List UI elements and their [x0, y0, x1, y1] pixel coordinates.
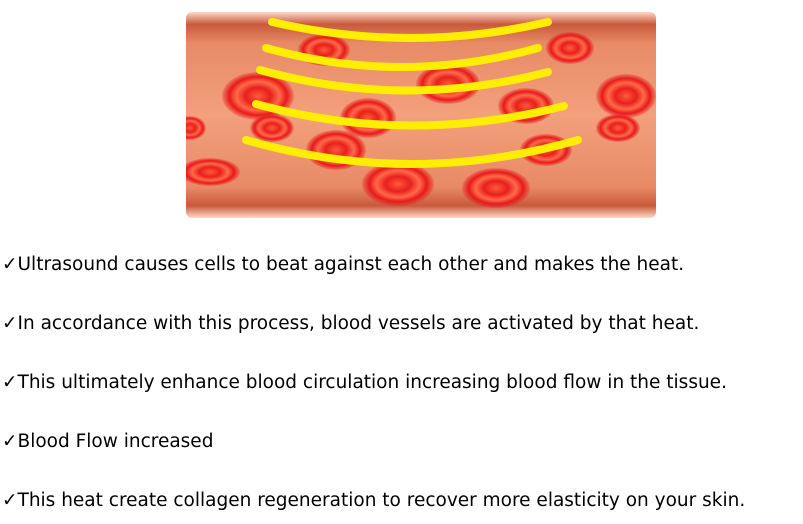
red-blood-cell: [596, 114, 640, 142]
ultrasound-wave: [242, 136, 582, 168]
red-blood-cell: [186, 158, 240, 186]
list-item-text: This ultimately enhance blood circulatio…: [17, 372, 727, 393]
list-item: ✓This heat create collagen regeneration …: [2, 490, 745, 512]
list-item-text: Ultrasound causes cells to beat against …: [17, 254, 685, 275]
list-item: ✓In accordance with this process, blood …: [2, 313, 699, 335]
vessel-body: [186, 12, 656, 218]
red-blood-cell: [362, 162, 434, 206]
checkmark-icon: ✓: [2, 313, 18, 334]
list-item: ✓Ultrasound causes cells to beat against…: [2, 254, 684, 276]
red-blood-cell: [462, 168, 530, 208]
red-blood-cell: [186, 116, 206, 140]
list-item-text: Blood Flow increased: [17, 431, 214, 452]
checkmark-icon: ✓: [2, 254, 18, 275]
ultrasound-waves: [242, 18, 582, 168]
list-item-text: In accordance with this process, blood v…: [17, 313, 700, 334]
list-item: ✓Blood Flow increased: [2, 431, 213, 453]
checkmark-icon: ✓: [2, 431, 18, 452]
list-item-text: This heat create collagen regeneration t…: [17, 490, 746, 511]
red-blood-cell: [250, 114, 294, 142]
ultrasound-wave: [256, 66, 552, 95]
blood-vessel-illustration: [186, 10, 656, 222]
checkmark-icon: ✓: [2, 490, 18, 511]
ultrasound-wave: [268, 18, 552, 42]
red-blood-cell: [546, 32, 594, 64]
ultrasound-wave: [262, 44, 542, 71]
blood-vessel-graphic: [186, 12, 656, 218]
red-blood-cell: [416, 64, 480, 104]
list-item: ✓This ultimately enhance blood circulati…: [2, 372, 727, 394]
red-blood-cell: [596, 74, 656, 118]
checkmark-icon: ✓: [2, 372, 18, 393]
ultrasound-wave: [252, 100, 568, 130]
